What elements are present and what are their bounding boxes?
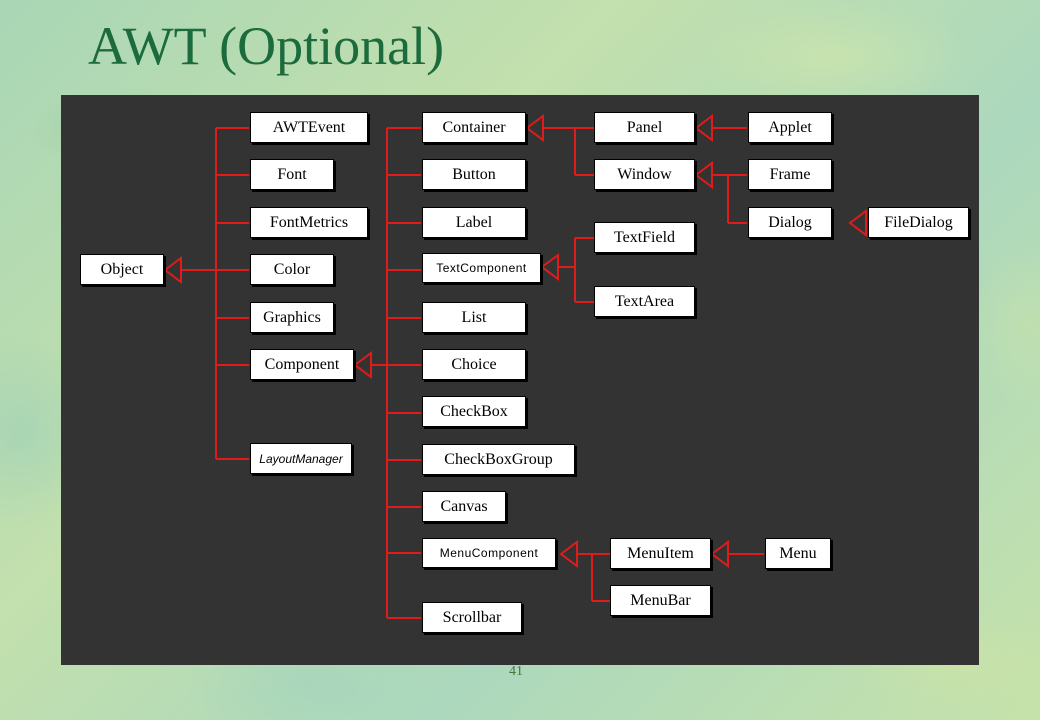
- inheritance-arrow-container: [525, 114, 544, 142]
- node-choice: Choice: [422, 349, 526, 380]
- node-window: Window: [594, 159, 695, 190]
- node-menubar: MenuBar: [610, 585, 711, 616]
- node-menucomponent: MenuComponent: [422, 538, 556, 568]
- node-applet: Applet: [748, 112, 832, 143]
- node-panel: Panel: [594, 112, 695, 143]
- node-color: Color: [250, 254, 334, 285]
- node-dialog: Dialog: [748, 207, 832, 238]
- node-menuitem: MenuItem: [610, 538, 711, 569]
- slide-title: AWT (Optional): [88, 16, 445, 76]
- node-font: Font: [250, 159, 334, 190]
- inheritance-arrow-panel: [694, 114, 713, 142]
- node-textfield: TextField: [594, 222, 695, 253]
- node-fontmetrics: FontMetrics: [250, 207, 368, 238]
- node-object: Object: [80, 254, 164, 285]
- inheritance-arrow-dialog: [848, 209, 867, 237]
- node-textcomponent: TextComponent: [422, 253, 541, 283]
- inheritance-arrow-component: [353, 351, 372, 379]
- node-graphics: Graphics: [250, 302, 334, 333]
- node-menu: Menu: [765, 538, 831, 569]
- connector-lines: [163, 114, 867, 619]
- node-checkboxgroup: CheckBoxGroup: [422, 444, 575, 475]
- class-hierarchy-diagram: Object AWTEvent Font FontMetrics Color G…: [61, 95, 979, 665]
- node-button: Button: [422, 159, 526, 190]
- node-filedialog: FileDialog: [868, 207, 969, 238]
- inheritance-arrow-menucomponent: [559, 540, 578, 568]
- page-number: 41: [509, 664, 523, 679]
- node-canvas: Canvas: [422, 491, 506, 522]
- node-container: Container: [422, 112, 526, 143]
- node-textarea: TextArea: [594, 286, 695, 317]
- inheritance-arrow-textcomponent: [540, 253, 559, 281]
- node-component: Component: [250, 349, 354, 380]
- node-list: List: [422, 302, 526, 333]
- node-checkbox: CheckBox: [422, 396, 526, 427]
- inheritance-arrow-menuitem: [710, 540, 729, 568]
- node-awtevent: AWTEvent: [250, 112, 368, 143]
- node-layoutmanager: LayoutManager: [250, 443, 352, 474]
- node-frame: Frame: [748, 159, 832, 190]
- inheritance-arrow-window: [694, 161, 713, 189]
- node-scrollbar: Scrollbar: [422, 602, 522, 633]
- node-label: Label: [422, 207, 526, 238]
- inheritance-arrow-object: [163, 256, 182, 284]
